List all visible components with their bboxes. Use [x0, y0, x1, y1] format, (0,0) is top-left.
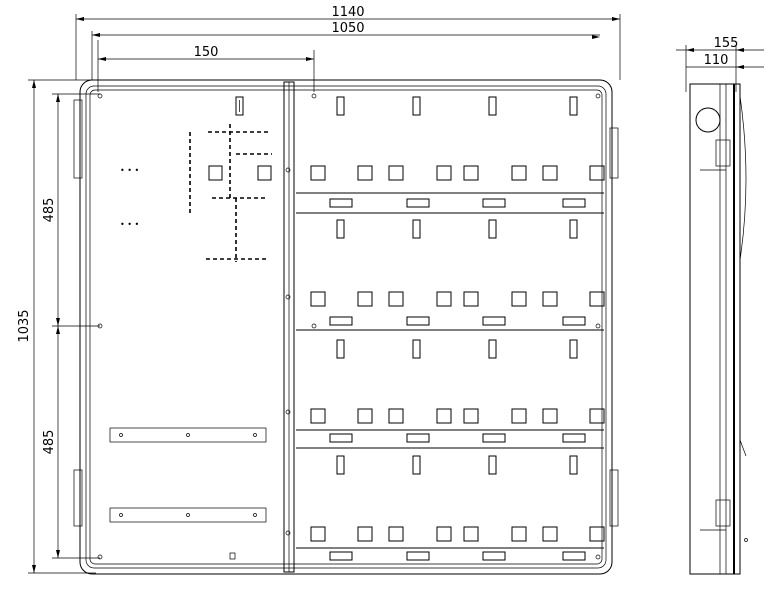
svg-text:• • •: • • •	[120, 220, 139, 229]
front-view: • • • • • •	[73, 79, 619, 575]
label-slots	[329, 198, 586, 561]
meter-holders	[336, 96, 578, 475]
dim-overall-width: 1140	[331, 5, 364, 20]
dimension-lines	[28, 14, 764, 574]
dim-height-total: 1035	[17, 309, 32, 342]
terminal-blocks	[310, 165, 605, 542]
dim-depth-inner: 110	[704, 53, 729, 68]
dim-offset-left: 150	[194, 45, 219, 60]
side-view	[689, 83, 748, 575]
dim-height-upper: 485	[42, 198, 57, 223]
dim-depth-total: 155	[714, 36, 739, 51]
svg-text:• • •: • • •	[120, 166, 139, 175]
dim-panel-width: 1050	[331, 21, 364, 36]
dim-height-lower: 485	[42, 430, 57, 455]
